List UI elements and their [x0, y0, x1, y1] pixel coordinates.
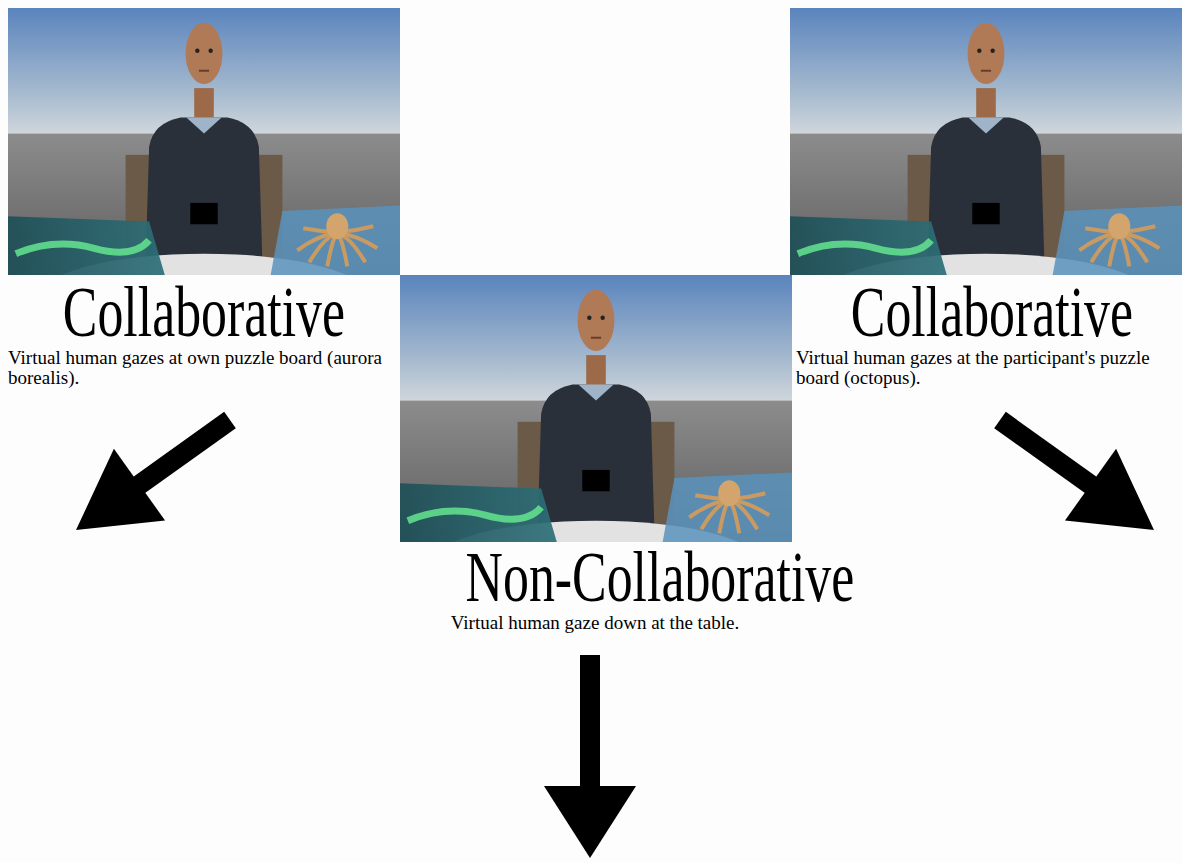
condition-panel: CollaborativeVirtual human gazes at own … — [8, 276, 400, 388]
virtual-human-screenshot — [790, 8, 1182, 275]
sweater — [537, 384, 655, 542]
octopus-body — [1108, 213, 1130, 239]
virtual-human-screenshot — [8, 8, 400, 275]
octopus-puzzle-board — [1053, 206, 1182, 275]
aurora-puzzle-board — [400, 483, 557, 542]
black-box — [190, 203, 217, 224]
collar — [968, 117, 1003, 133]
octopus-body — [718, 480, 740, 506]
octopus-body — [326, 213, 348, 239]
big-arrow — [1000, 420, 1154, 530]
collar — [578, 384, 613, 400]
eye — [600, 316, 604, 320]
arrow-shaft — [1000, 420, 1092, 486]
aurora-streak — [798, 240, 931, 253]
heading-row: Collaborative — [8, 276, 400, 348]
sky — [400, 275, 792, 400]
arrow-head — [1065, 449, 1154, 530]
black-box — [972, 203, 999, 224]
sky — [790, 8, 1182, 133]
mouth — [199, 70, 209, 72]
aurora-streak — [408, 507, 541, 520]
heading-row: Collaborative — [796, 276, 1180, 348]
condition-description: Virtual human gazes at own puzzle board … — [8, 348, 400, 388]
condition-title: Non-Collaborative — [466, 541, 855, 613]
head — [578, 290, 615, 351]
eye — [990, 49, 994, 53]
head — [186, 23, 223, 84]
virtual-human-screenshot — [400, 275, 792, 542]
head — [968, 23, 1005, 84]
condition-title: Collaborative — [63, 276, 345, 348]
arrow-shaft — [580, 655, 600, 788]
condition-description: Virtual human gaze down at the table. — [390, 613, 800, 633]
condition-panel: CollaborativeVirtual human gazes at the … — [796, 276, 1180, 388]
mouth — [981, 70, 991, 72]
black-box — [582, 470, 609, 491]
collar — [186, 117, 221, 133]
eye — [195, 49, 199, 53]
big-arrow — [544, 655, 636, 858]
aurora-puzzle-board — [8, 216, 165, 275]
eye — [208, 49, 212, 53]
eye — [587, 316, 591, 320]
condition-panel: Non-CollaborativeVirtual human gaze down… — [390, 541, 800, 633]
sweater — [145, 117, 263, 275]
arrow-shaft — [138, 420, 230, 486]
eye — [977, 49, 981, 53]
sweater — [927, 117, 1045, 275]
mouth — [591, 337, 601, 339]
heading-row: Non-Collaborative — [390, 541, 800, 613]
condition-description: Virtual human gazes at the participant's… — [796, 348, 1180, 388]
octopus-puzzle-board — [271, 206, 400, 275]
aurora-puzzle-board — [790, 216, 947, 275]
sky — [8, 8, 400, 133]
octopus-puzzle-board — [663, 473, 792, 542]
condition-title: Collaborative — [851, 276, 1133, 348]
aurora-streak — [16, 240, 149, 253]
big-arrow — [76, 420, 230, 530]
arrow-head — [76, 449, 165, 530]
arrow-head — [544, 786, 636, 858]
